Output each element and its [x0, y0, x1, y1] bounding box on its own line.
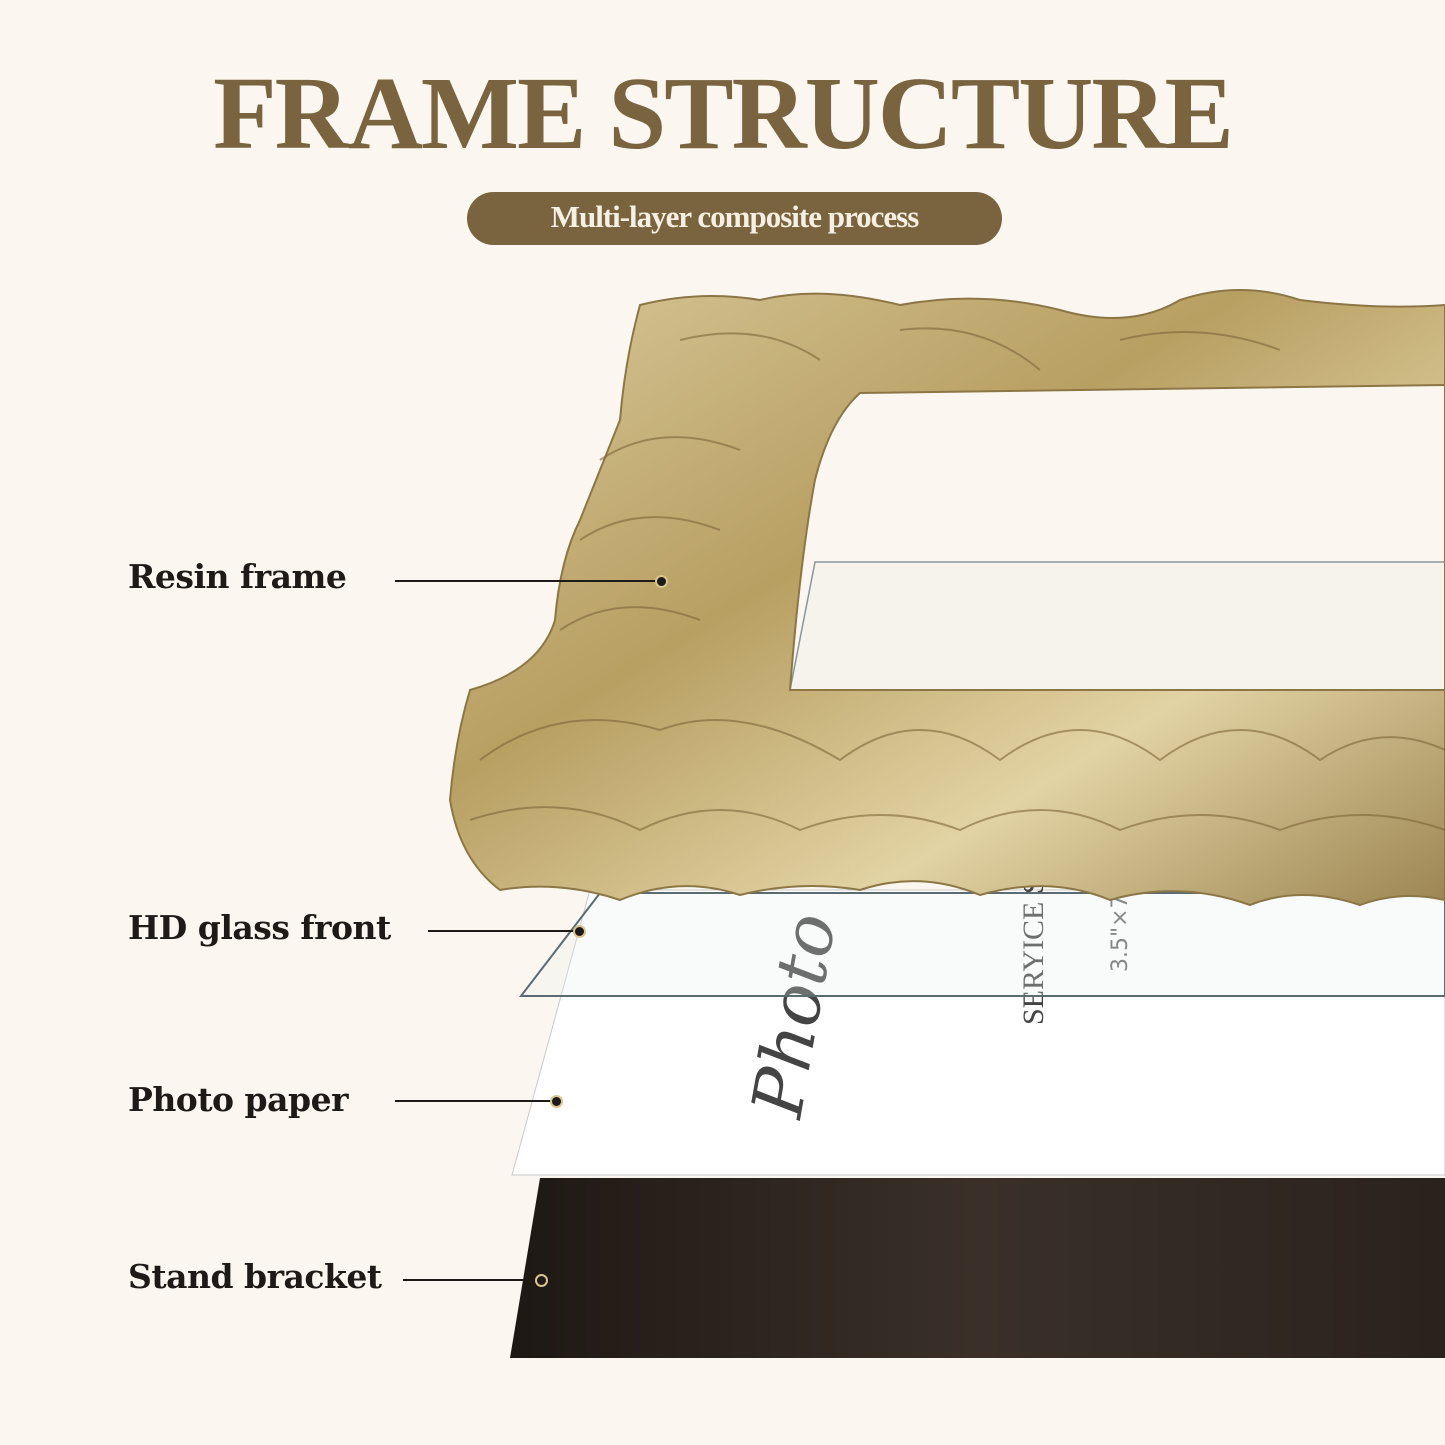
label-photo-paper: Photo paper: [128, 1080, 348, 1119]
leader-line-hd-glass-front: [428, 930, 578, 932]
resin-frame: [448, 289, 1445, 907]
photo-paper-brand: SERYICE S: [1017, 877, 1050, 1025]
pointer-dot-stand-bracket: [535, 1274, 548, 1287]
pointer-dot-hd-glass-front: [573, 925, 586, 938]
label-stand-bracket: Stand bracket: [128, 1257, 382, 1296]
pointer-dot-photo-paper: [550, 1095, 563, 1108]
subtitle-badge: Multi-layer composite process: [467, 192, 1002, 245]
page-title: FRAME STRUCTURE: [213, 56, 1234, 171]
frame-carving: [469, 327, 1445, 832]
leader-line-resin-frame: [395, 580, 660, 582]
leader-line-photo-paper: [395, 1100, 555, 1102]
stand-bracket: [510, 1178, 1445, 1358]
label-resin-frame: Resin frame: [128, 557, 347, 596]
label-hd-glass-front: HD glass front: [128, 908, 391, 947]
leader-line-stand-bracket: [403, 1279, 540, 1281]
pointer-dot-resin-frame: [655, 575, 668, 588]
hd-glass: [518, 892, 1445, 997]
back-panel: [789, 561, 1445, 691]
